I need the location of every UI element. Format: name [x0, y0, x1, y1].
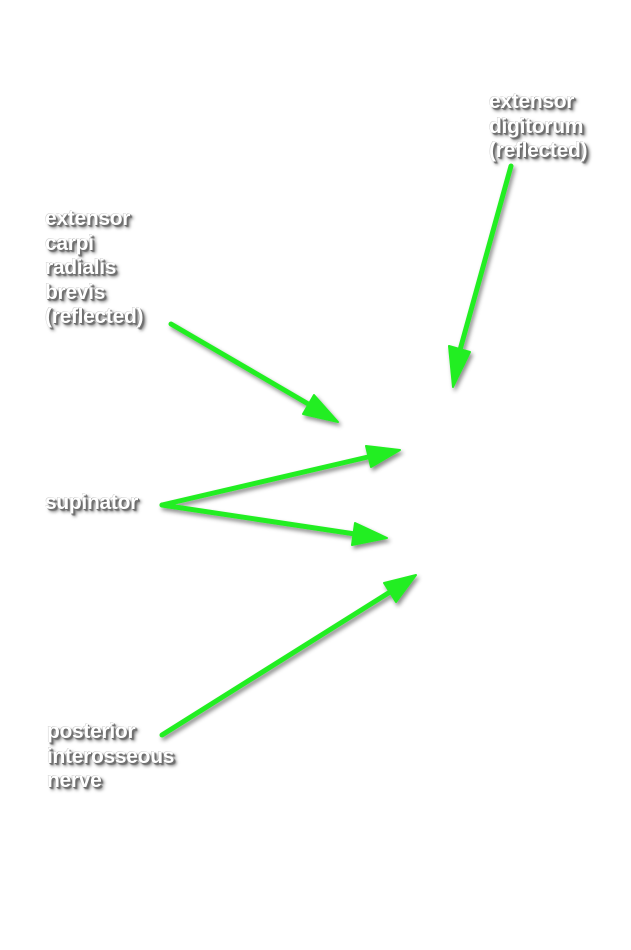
- label-line: nerve: [47, 769, 102, 792]
- label-line: carpi: [45, 231, 94, 255]
- label-posterior-interosseous-nerve: posterior interosseous nerve: [47, 720, 174, 794]
- label-extensor-digitorum: extensor digitorum (reflected): [489, 90, 588, 164]
- label-line: extensor: [489, 90, 575, 113]
- label-line: brevis: [45, 280, 106, 304]
- label-line: extensor: [45, 207, 131, 230]
- label-line: (reflected): [489, 139, 588, 162]
- label-supinator: supinator: [45, 491, 138, 516]
- arrow-posterior-interosseous-nerve: [159, 574, 417, 738]
- label-line: posterior: [47, 720, 136, 743]
- arrow-supinator-lower: [159, 502, 388, 546]
- label-line: supinator: [45, 491, 138, 514]
- label-line: radialis: [45, 256, 117, 279]
- arrow-extensor-carpi-radialis-brevis: [168, 321, 339, 423]
- arrow-extensor-digitorum: [448, 163, 514, 388]
- arrow-supinator-upper: [159, 445, 401, 508]
- label-extensor-carpi-radialis-brevis: extensor carpi radialis brevis (reflecte…: [45, 207, 144, 330]
- label-line: digitorum: [489, 114, 584, 138]
- label-line: (reflected): [45, 305, 144, 328]
- label-line: interosseous: [47, 744, 175, 768]
